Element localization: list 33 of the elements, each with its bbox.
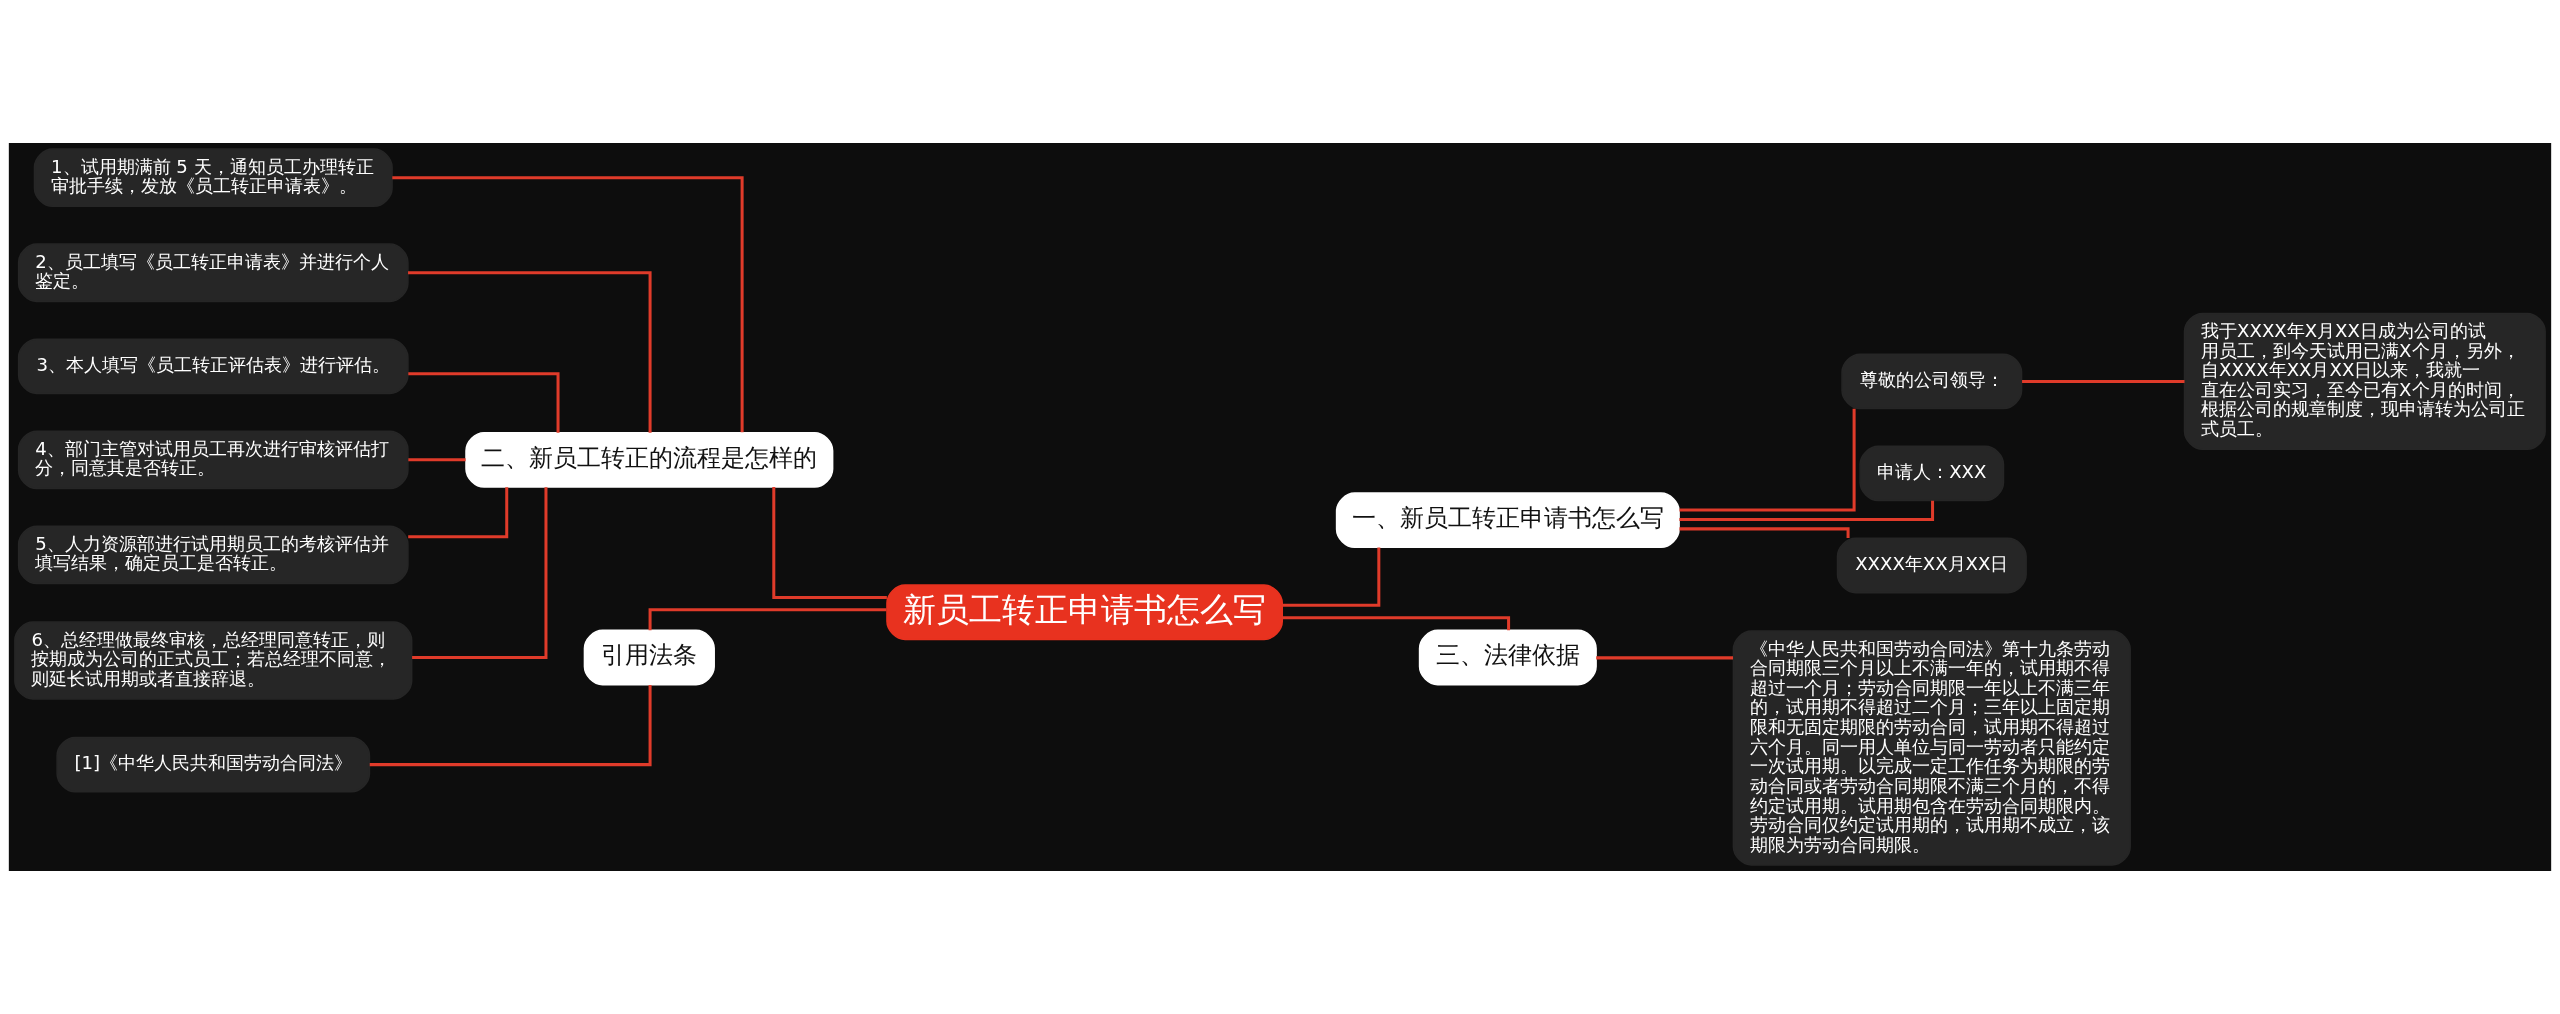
node-box: 1、试用期满前 5 天，通知员工办理转正审批手续，发放《员工转正申请表》。 <box>33 148 393 208</box>
connector <box>1596 656 1734 660</box>
node-box: 2、员工填写《员工转正申请表》并进行个人鉴定。 <box>17 243 409 303</box>
node-box: 二、新员工转正的流程是怎样的 <box>465 431 834 488</box>
node-box: 4、部门主管对试用员工再次进行审核评估打分，同意其是否转正。 <box>17 430 409 490</box>
node-box: 引用法条 <box>583 629 715 686</box>
node-box: 三、法律依据 <box>1418 629 1597 686</box>
node-box: 尊敬的公司领导： <box>1841 353 2023 410</box>
connector <box>1679 500 1935 521</box>
connector <box>408 271 652 433</box>
connector <box>1679 408 1856 512</box>
connector <box>369 685 652 767</box>
connector <box>1282 547 1381 607</box>
node-box: 我于XXXX年X月XX日成为公司的试用员工，到今天试用已满X个月，另外，自XXXX年XX月XX日以来，我就一直在公司实习，至今已有X个月的时间，根据公司的规章制度，现申请转为公司正式员工。 <box>2183 312 2546 451</box>
node-box: 5、人力资源部进行试用期员工的考核评估并填写结果，确定员工是否转正。 <box>17 525 409 585</box>
node-box: 一、新员工转正申请书怎么写 <box>1335 492 1680 549</box>
node-box: [1]《中华人民共和国劳动合同法》 <box>56 736 371 793</box>
node-box: XXXX年XX月XX日 <box>1836 537 2027 594</box>
node-box: 申请人：XXX <box>1859 445 2005 502</box>
connector <box>648 608 887 631</box>
node-box: 新员工转正申请书怎么写 <box>886 584 1283 641</box>
connector <box>2022 379 2185 383</box>
connector <box>1282 616 1511 631</box>
connector <box>392 176 744 433</box>
node-box: 《中华人民共和国劳动合同法》第十九条劳动合同期限三个月以上不满一年的，试用期不得超过一个月；劳动合同期限一年以上不满三年的，试用期不得超过二个月；三年以上固定期限和无固定期限的劳动合同，试用期不得超过六个月。同一用人单位与同一劳动者只能约定一次试用期。以完成一定工作任务为期限的劳动合同或者劳动合同期限不满三个月的，不得约定试用期。试用期包含在劳动合同期限内。劳动合同仅约定试用期的，试用期不成立，该期限为劳动合同期限。 <box>1732 630 2131 866</box>
node-box: 3、本人填写《员工转正评估表》进行评估。 <box>17 338 409 395</box>
connector <box>408 372 560 433</box>
connector <box>412 487 548 659</box>
connector <box>408 487 509 539</box>
connector <box>772 487 887 599</box>
connector <box>408 458 466 462</box>
connector <box>1679 527 1850 539</box>
node-box: 6、总经理做最终审核，总经理同意转正，则按期成为公司的正式员工；若总经理不同意，则延长试用期或者直接辞退。 <box>14 621 413 700</box>
